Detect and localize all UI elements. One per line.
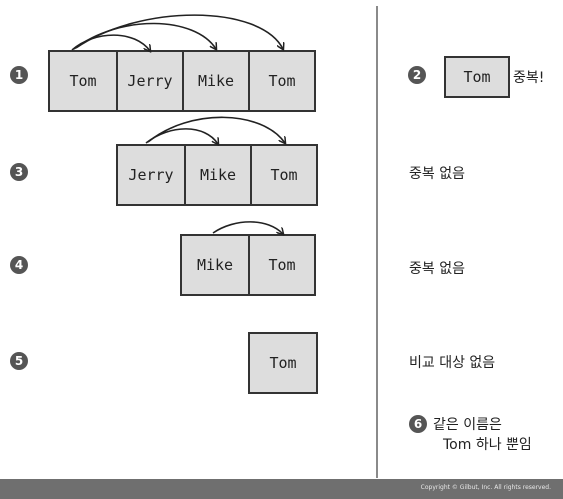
result-6-line-2: Tom 하나 뿐임: [443, 437, 532, 453]
step-4-cell-1: Mike: [182, 236, 248, 294]
copyright-text: Copyright © Gilbut, Inc. All rights rese…: [420, 484, 551, 491]
result-6: 6 같은 이름은 Tom 하나 뿐임: [409, 415, 532, 455]
step-3-cell-2: Mike: [184, 146, 250, 204]
result-6-badge: 6: [409, 415, 427, 433]
result-4-text: 중복 없음: [409, 261, 465, 277]
step-3-cell-1: Jerry: [118, 146, 184, 204]
step-1-array: Tom Jerry Mike Tom: [48, 50, 316, 112]
result-6-text: 같은 이름은 Tom 하나 뿐임: [433, 415, 532, 455]
result-2-badge: 2: [408, 66, 426, 84]
arrow-3-to-4: [145, 128, 218, 144]
arrow-1-to-2: [71, 34, 150, 51]
step-4-array: Mike Tom: [180, 234, 316, 296]
footer-bar: Copyright © Gilbut, Inc. All rights rese…: [0, 479, 563, 499]
step-1-cell-1: Tom: [50, 52, 116, 110]
step-3-array: Jerry Mike Tom: [116, 144, 318, 206]
step-1-cell-3: Mike: [182, 52, 248, 110]
result-6-line-1: 같은 이름은: [433, 417, 502, 433]
step-4-cell-2: Tom: [248, 236, 314, 294]
step-3-badge: 3: [10, 163, 28, 181]
result-2-box: Tom: [444, 56, 510, 98]
result-3-text: 중복 없음: [409, 166, 465, 182]
step-1-cell-4: Tom: [248, 52, 314, 110]
result-5-text: 비교 대상 없음: [409, 355, 496, 371]
step-5-cell-1: Tom: [250, 334, 316, 392]
arrow-4-to-5: [212, 221, 283, 234]
step-1-cell-2: Jerry: [116, 52, 182, 110]
step-3-cell-3: Tom: [250, 146, 316, 204]
arrow-1-to-3: [73, 22, 216, 49]
arrow-1-to-4: [75, 14, 283, 49]
arrow-3-to-5: [147, 116, 285, 143]
step-1-badge: 1: [10, 66, 28, 84]
column-divider: [376, 6, 378, 478]
step-4-badge: 4: [10, 256, 28, 274]
result-2-cell: Tom: [446, 58, 508, 96]
step-5-badge: 5: [10, 352, 28, 370]
result-2-text: 중복!: [513, 70, 545, 86]
step-5-array: Tom: [248, 332, 318, 394]
